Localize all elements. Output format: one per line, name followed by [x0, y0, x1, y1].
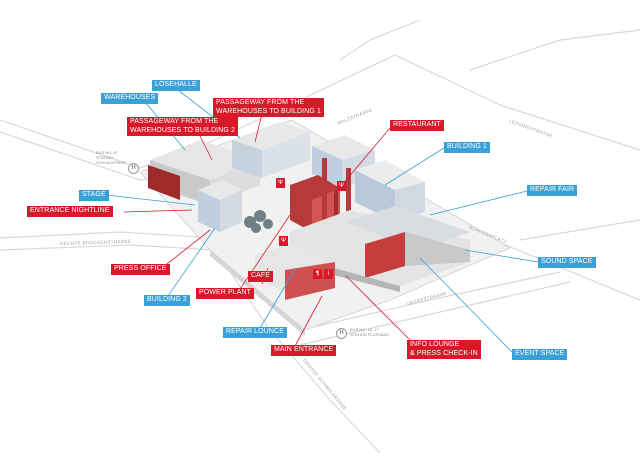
label-info-lounge[interactable]: INFO LOUNGE & PRESS CHECK-IN	[407, 340, 481, 359]
leader-line-red	[345, 275, 411, 341]
label-press-office[interactable]: PRESS OFFICE	[111, 264, 170, 275]
label-repair-fair[interactable]: REPAIR FAIR	[527, 185, 578, 196]
label-stage[interactable]: STAGE	[79, 190, 109, 201]
street-outline	[0, 54, 396, 169]
trees	[244, 210, 273, 233]
label-losehalle[interactable]: LÖSEHALLE	[152, 80, 200, 91]
label-event-space[interactable]: EVENT SPACE	[512, 349, 568, 360]
leader-line-red	[199, 135, 213, 161]
label-warehouses[interactable]: WAREHOUSES	[101, 93, 159, 104]
power-plant	[290, 158, 351, 232]
leader-line-blue	[419, 257, 513, 353]
leader-line-blue	[429, 190, 528, 216]
bus-stop-left-label: BUS NO. 47 STATION SCHLACHTHOF	[96, 150, 127, 165]
drink-pin-icon[interactable]: ¶	[313, 269, 322, 279]
leader-line-red	[254, 113, 263, 143]
label-sound-space[interactable]: SOUND SPACE	[538, 257, 596, 268]
label-cafe[interactable]: CAFÉ	[248, 271, 274, 282]
leader-line-red	[237, 214, 291, 293]
label-passageway-building-1[interactable]: PASSAGEWAY FROM THE WAREHOUSES TO BUILDI…	[213, 98, 324, 117]
leader-line-blue	[259, 267, 297, 329]
label-passageway-building-2[interactable]: PASSAGEWAY FROM THE WAREHOUSES TO BUILDI…	[127, 117, 238, 136]
leader-line-red	[294, 295, 323, 347]
street-outline	[0, 231, 216, 239]
leader-line-red	[341, 127, 391, 186]
label-power-plant[interactable]: POWER PLANT	[196, 288, 255, 299]
cafe-pin-icon[interactable]: Ψ	[279, 236, 288, 246]
bus-stop-bottom-icon[interactable]: H	[336, 328, 347, 339]
street-outline	[394, 54, 640, 151]
large-hall	[290, 206, 470, 292]
street-outline	[299, 271, 561, 331]
building-2	[198, 180, 242, 232]
bus-stop-bottom-label: BUS NO. 15, 17 STATION FLUSSBAD	[350, 327, 389, 337]
leader-line-blue	[167, 227, 216, 297]
leader-line-blue	[384, 147, 445, 186]
leader-line-blue	[105, 194, 196, 206]
label-main-entrance[interactable]: MAIN ENTRANCE	[271, 345, 337, 356]
street-outline	[339, 19, 421, 61]
street-outline	[0, 244, 216, 251]
restaurant-pin-icon[interactable]: Ψ	[276, 178, 285, 188]
info-pin-icon[interactable]: i	[324, 269, 333, 279]
street-outline	[469, 29, 640, 71]
leader-line-red	[123, 209, 193, 213]
street-outline	[519, 219, 640, 241]
label-building-1[interactable]: BUILDING 1	[444, 142, 490, 153]
restaurant-pin-icon-2[interactable]: Ψ	[337, 181, 346, 191]
bus-stop-left-icon[interactable]: H	[128, 163, 139, 174]
leader-line-blue	[464, 249, 539, 263]
label-repair-lounge[interactable]: REPAIR LOUNCE	[223, 327, 287, 338]
label-building-2[interactable]: BUILDING 2	[144, 295, 190, 306]
leader-line-red	[161, 229, 211, 269]
label-entrance-nightline[interactable]: ENTRANCE NIGHTLINE	[27, 206, 113, 217]
building-1	[232, 122, 425, 222]
site-ground-front	[210, 250, 305, 336]
label-restaurant[interactable]: RESTAURANT	[390, 120, 444, 131]
